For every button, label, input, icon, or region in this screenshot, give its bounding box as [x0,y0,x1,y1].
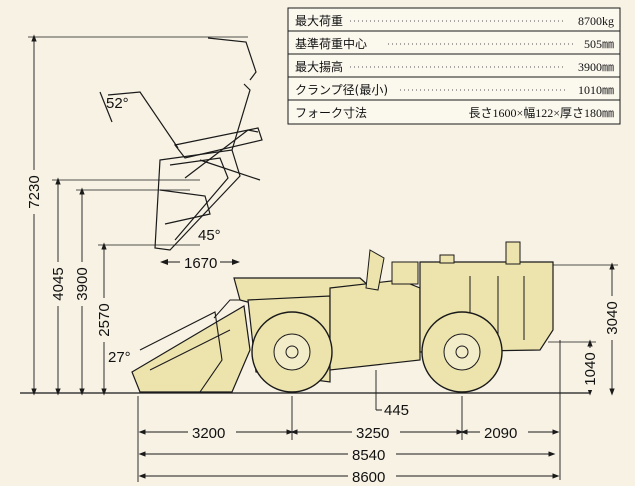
lowered-clamp [131,299,251,393]
dim-overall-height: 7230 [26,175,43,208]
intake-cap [439,254,455,264]
spec-value-load-center: 505㎜ [584,37,614,51]
spec-value-max-load: 8700kg [578,14,614,28]
dim-rear-2090: 2090 [484,425,517,442]
steering-column [365,249,385,291]
angle-52: 52° [106,95,129,112]
dim-height-2570: 2570 [96,303,113,336]
center-section [329,279,421,371]
raised-clamp-outline [99,37,263,251]
dim-length-8600: 8600 [352,469,385,486]
front-wheel [251,311,333,393]
dim-length-8540: 8540 [352,447,385,464]
dim-max-lift: 3900 [74,267,91,300]
dim-height-1040: 1040 [582,352,599,385]
dim-reach-1670: 1670 [184,255,217,272]
spec-label-fork-size: フォーク寸法 [295,106,367,120]
dim-clearance-445: 445 [384,402,409,419]
dim-height-3040: 3040 [604,301,621,334]
spec-label-clamp-dia: クランプ径(最小) [295,83,388,97]
dim-front-3200: 3200 [192,425,225,442]
spec-value-max-lift: 3900㎜ [578,60,614,74]
spec-label-max-lift: 最大揚高 [295,59,343,74]
spec-value-clamp-dia: 1010㎜ [578,83,614,97]
operator-seat [391,261,419,285]
exhaust-stack [505,241,521,265]
spec-label-load-center: 基準荷重中心 [295,36,367,51]
rear-wheel [421,311,503,393]
dim-height-4045: 4045 [50,267,67,300]
angle-27: 27° [108,349,131,366]
spec-label-max-load: 最大荷重 [295,14,343,28]
angle-45: 45° [198,227,221,244]
spec-table: 最大荷重 8700kg 基準荷重中心 505㎜ 最大揚高 3900㎜ クランプ径… [287,7,621,125]
dim-wheelbase-3250: 3250 [356,425,389,442]
spec-value-fork-size: 長さ1600×幅122×厚さ180㎜ [468,105,614,120]
